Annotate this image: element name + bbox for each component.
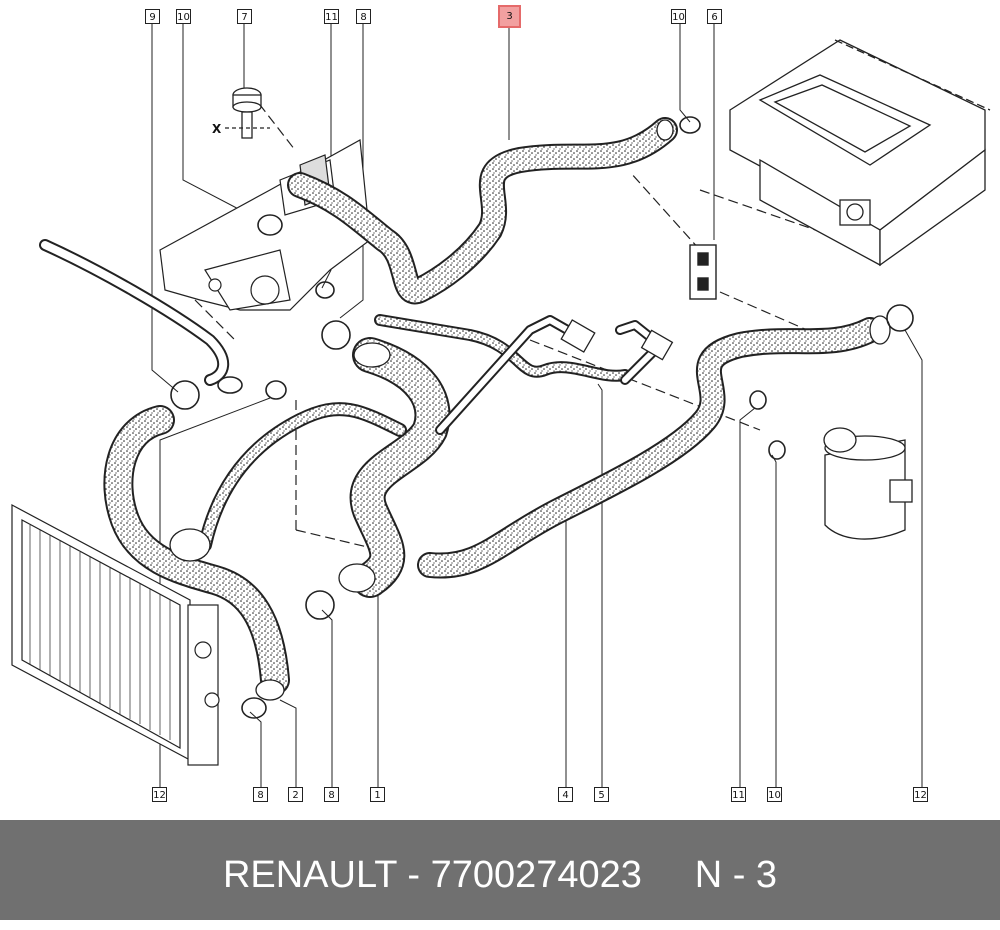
- callout-8: 8: [356, 9, 371, 24]
- callout-10: 10: [176, 9, 191, 24]
- callout-1: 1: [370, 787, 385, 802]
- hose-drawing: X: [11, 24, 991, 787]
- callout-8: 8: [324, 787, 339, 802]
- callout-12: 12: [152, 787, 167, 802]
- callout-11: 11: [731, 787, 746, 802]
- callout-9: 9: [145, 9, 160, 24]
- callout-8: 8: [253, 787, 268, 802]
- hose-clamps: [170, 116, 914, 719]
- callout-6: 6: [707, 9, 722, 24]
- footer-bar: RENAULT - 7700274023 N - 3: [0, 820, 1000, 920]
- hoses: [39, 117, 883, 695]
- engine-block: [159, 139, 371, 311]
- callout-12: 12: [913, 787, 928, 802]
- cooling-hose-diagram: X: [11, 5, 991, 802]
- radiator: [11, 503, 220, 766]
- axis-mark: X: [212, 122, 222, 136]
- callout-10: 10: [671, 9, 686, 24]
- callout-10: 10: [767, 787, 782, 802]
- valve-block: [689, 244, 717, 300]
- callout-3-highlighted: 3: [498, 5, 521, 28]
- hose-collars: [169, 119, 891, 701]
- heater-unit: [729, 39, 991, 267]
- callout-11: 11: [324, 9, 339, 24]
- callout-5: 5: [594, 787, 609, 802]
- part-number-caption: RENAULT - 7700274023 N - 3: [222, 854, 778, 896]
- callout-2: 2: [288, 787, 303, 802]
- bleed-screw: [225, 87, 270, 139]
- expansion-tank: [823, 427, 913, 540]
- callout-7: 7: [237, 9, 252, 24]
- callout-4: 4: [558, 787, 573, 802]
